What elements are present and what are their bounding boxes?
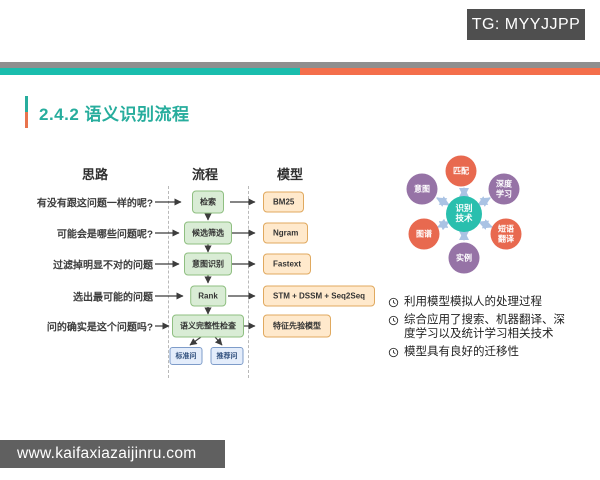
tech-circle-match: 匹配 — [445, 155, 477, 187]
column-divider-dashed — [168, 186, 169, 378]
divider-bar-teal — [0, 68, 300, 75]
process-box-candidate: 候选筛选 — [184, 221, 232, 245]
arrow-to-suggested-question — [214, 336, 223, 346]
title-accent-bar — [25, 96, 28, 128]
page-title: 2.4.2 语义识别流程 — [39, 104, 190, 124]
tech-spoke-arrows — [436, 187, 493, 241]
process-box-retrieval: 检索 — [192, 190, 224, 214]
tech-circle-deep-learning: 深度学习 — [488, 173, 520, 205]
clock-bullet-icon — [388, 315, 399, 325]
flow-question: 有没有跟这问题一样的呢? — [36, 198, 153, 210]
semantic-flowchart: 思路 流程 模型 有没有跟这问题一样的呢? — [37, 158, 376, 386]
model-box-ngram: Ngram — [263, 222, 309, 244]
clock-bullet-icon — [388, 297, 399, 308]
note-text: 综合应用了搜索、机器翻译、深度学习以及统计学习相关技术 — [404, 313, 565, 341]
column-header-process: 流程 — [191, 167, 218, 182]
notes-list: 利用模型模拟人的处理过程 综合应用了搜索、机器翻译、深度学习以及统计学习相关技术… — [388, 295, 568, 363]
note-item: 综合应用了搜索、机器翻译、深度学习以及统计学习相关技术 — [388, 313, 568, 342]
process-box-completeness: 语义完整性检查 — [172, 314, 244, 338]
spoke-arrow — [478, 219, 493, 230]
model-box-rank: STM + DSSM + Seq2Seq — [263, 285, 376, 307]
clock-bullet-icon — [388, 347, 399, 358]
section-title-block: 2.4.2 语义识别流程 — [25, 96, 190, 128]
output-box-standard-question: 标准问 — [169, 347, 203, 365]
column-divider-dashed — [248, 186, 249, 378]
process-box-rank: Rank — [190, 285, 226, 307]
watermark-badge: TG: MYYJJPP — [467, 9, 585, 40]
column-header-ideas: 思路 — [81, 167, 108, 182]
arrow-to-standard-question — [189, 336, 202, 346]
spoke-arrow — [436, 196, 450, 207]
note-text: 模型具有良好的迁移性 — [404, 346, 519, 359]
flow-arrows — [155, 198, 256, 346]
model-box-bm25: BM25 — [263, 191, 305, 213]
flow-question: 选出最可能的问题 — [73, 292, 153, 304]
model-box-fastext: Fastext — [263, 253, 312, 275]
divider-bar-gray — [0, 62, 600, 68]
note-item: 利用模型模拟人的处理过程 — [388, 295, 568, 310]
model-box-prior: 特征先验模型 — [263, 314, 331, 338]
tech-circle-phrase-translation: 短语翻译 — [490, 218, 522, 250]
note-text: 利用模型模拟人的处理过程 — [404, 296, 542, 308]
title-accent-orange — [25, 112, 28, 128]
divider-bar-orange — [300, 68, 600, 75]
spoke-arrow — [477, 196, 491, 207]
tech-center-circle: 识别技术 — [446, 196, 482, 232]
spoke-arrow — [437, 218, 450, 231]
flow-question: 可能会是哪些问题呢? — [56, 229, 153, 241]
recognition-tech-diagram: 识别技术 匹配 深度学习 短语翻译 实例 图谱 意图 — [395, 152, 545, 287]
flow-question: 过滤掉明显不对的问题 — [53, 260, 153, 272]
output-box-suggested-question: 推荐问 — [210, 347, 244, 365]
title-accent-teal — [25, 96, 28, 112]
flow-question: 问的确实是这个问题吗? — [46, 322, 153, 334]
tech-circle-intent: 意图 — [406, 173, 438, 205]
footer-url-bar: www.kaifaxiazaijinru.com — [0, 440, 225, 468]
column-header-model: 模型 — [276, 167, 303, 182]
process-box-intent: 意图识别 — [184, 252, 232, 276]
note-item: 模型具有良好的迁移性 — [388, 345, 568, 360]
tech-circle-graph: 图谱 — [408, 218, 440, 250]
tech-circle-instance: 实例 — [448, 242, 480, 274]
